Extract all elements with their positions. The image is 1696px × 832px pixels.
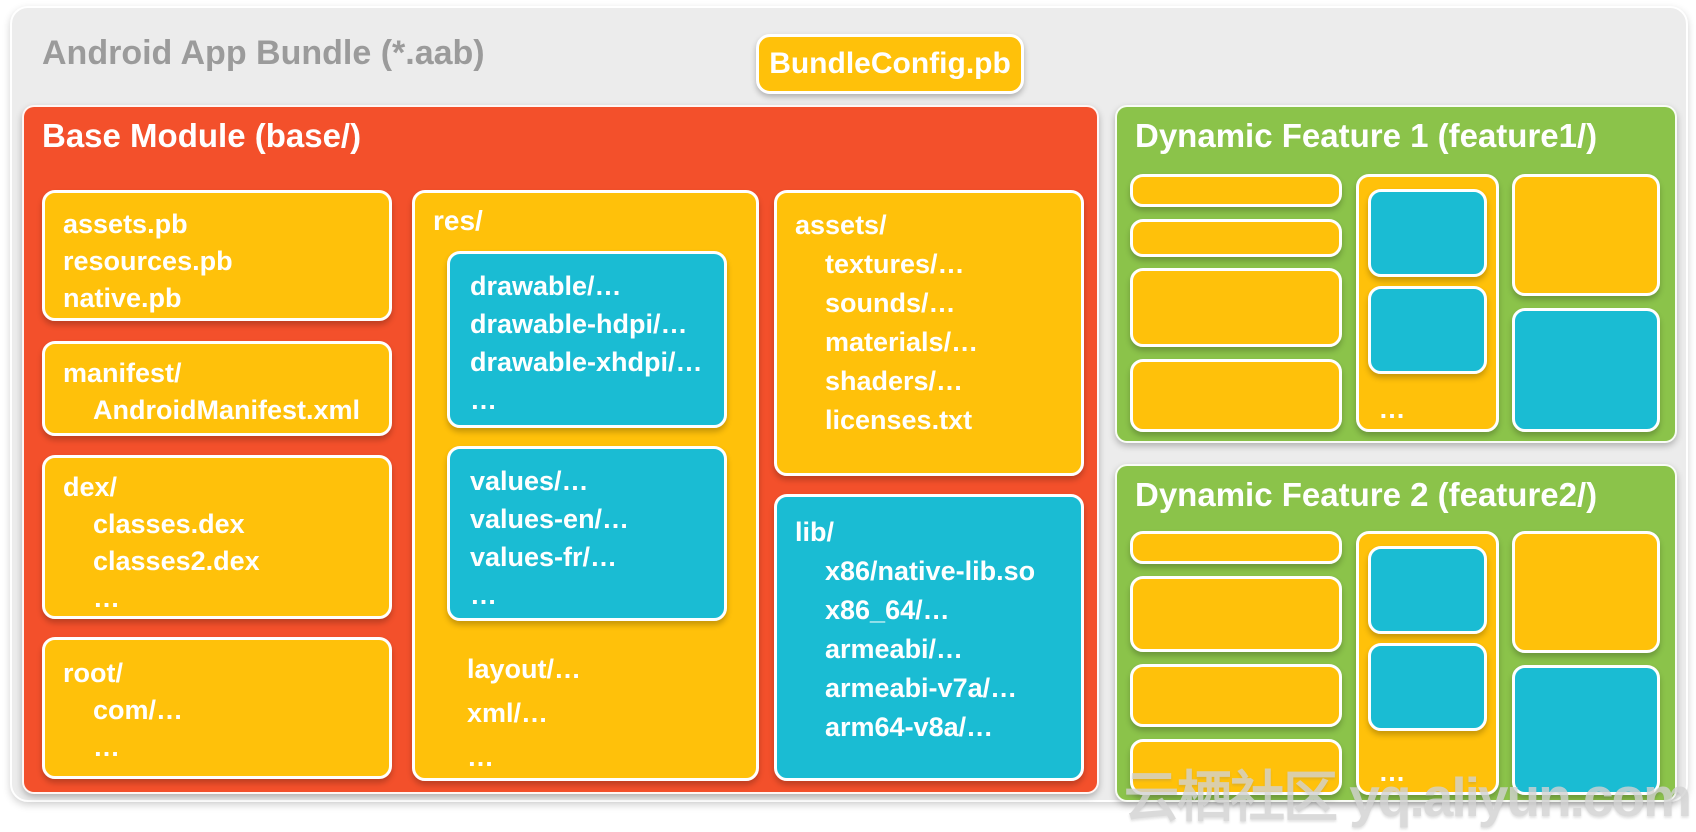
watermark: 云栖社区 yq.aliyun.com bbox=[1124, 766, 1692, 828]
file-label: resources.pb bbox=[63, 246, 233, 276]
feature1-panel: Dynamic Feature 1 (feature1/) … bbox=[1115, 105, 1677, 443]
manifest-box: manifest/ AndroidManifest.xml bbox=[42, 341, 392, 436]
dir-label: drawable-hdpi/… bbox=[470, 309, 688, 339]
dir-label: arm64-v8a/… bbox=[825, 712, 994, 742]
ellipsis-label: … bbox=[470, 580, 497, 610]
ellipsis-label: … bbox=[93, 732, 120, 762]
dir-label: layout/… bbox=[467, 654, 582, 684]
assets-box: assets/ textures/… sounds/… materials/… … bbox=[774, 190, 1084, 476]
feature1-content: … bbox=[1130, 174, 1660, 432]
placeholder-box bbox=[1130, 174, 1342, 207]
placeholder-box bbox=[1367, 643, 1487, 731]
res-extra-dirs: layout/… xml/… … bbox=[467, 647, 738, 779]
dir-label: assets/ bbox=[795, 210, 887, 240]
dir-label: sounds/… bbox=[825, 288, 956, 318]
file-label: native.pb bbox=[63, 283, 182, 313]
feature2-content: … bbox=[1130, 531, 1660, 795]
placeholder-box bbox=[1512, 665, 1660, 795]
dir-label: com/… bbox=[93, 695, 184, 725]
bundleconfig-badge: BundleConfig.pb bbox=[756, 34, 1024, 94]
dir-label: textures/… bbox=[825, 249, 965, 279]
dir-label: lib/ bbox=[795, 517, 834, 547]
dir-label: drawable/… bbox=[470, 271, 622, 301]
file-label: assets.pb bbox=[63, 209, 188, 239]
dir-label: res/ bbox=[433, 205, 483, 236]
placeholder-box bbox=[1367, 286, 1487, 374]
dir-label: shaders/… bbox=[825, 366, 964, 396]
dir-label: root/ bbox=[63, 658, 123, 688]
placeholder-box bbox=[1130, 576, 1342, 652]
base-column-1: assets.pb resources.pb native.pb manifes… bbox=[42, 190, 392, 779]
feature2-title: Dynamic Feature 2 (feature2/) bbox=[1135, 476, 1598, 513]
ellipsis-label: … bbox=[1378, 757, 1406, 787]
dir-label: materials/… bbox=[825, 327, 979, 357]
lib-box: lib/ x86/native-lib.so x86_64/… armeabi/… bbox=[774, 494, 1084, 781]
page-title: Android App Bundle (*.aab) bbox=[42, 34, 485, 72]
dir-label: dex/ bbox=[63, 472, 118, 502]
dir-label: xml/… bbox=[467, 698, 549, 728]
dir-label: values-en/… bbox=[470, 504, 630, 534]
placeholder-box bbox=[1130, 358, 1342, 432]
dir-label: armeabi/… bbox=[825, 634, 964, 664]
ellipsis-label: … bbox=[93, 583, 120, 613]
ellipsis-label: … bbox=[467, 742, 494, 772]
file-label: classes2.dex bbox=[93, 546, 260, 576]
ellipsis-label: … bbox=[470, 385, 497, 415]
base-column-3: assets/ textures/… sounds/… materials/… … bbox=[774, 190, 1084, 781]
file-label: AndroidManifest.xml bbox=[93, 395, 361, 425]
placeholder-box bbox=[1512, 174, 1660, 296]
dir-label: manifest/ bbox=[63, 358, 182, 388]
feature2-column-3 bbox=[1512, 531, 1660, 795]
res-box: res/ drawable/… drawable-hdpi/… drawable… bbox=[412, 190, 759, 781]
feature2-column-1 bbox=[1130, 531, 1342, 795]
dir-label: armeabi-v7a/… bbox=[825, 673, 1018, 703]
placeholder-box bbox=[1130, 664, 1342, 727]
dir-label: x86_64/… bbox=[825, 595, 950, 625]
placeholder-box bbox=[1367, 546, 1487, 634]
dir-label: drawable-xhdpi/… bbox=[470, 347, 703, 377]
root-box: root/ com/… … bbox=[42, 637, 392, 779]
dir-label: values/… bbox=[470, 466, 589, 496]
feature2-panel: Dynamic Feature 2 (feature2/) … bbox=[1115, 464, 1677, 802]
app-bundle-container: Android App Bundle (*.aab) BundleConfig.… bbox=[10, 6, 1688, 802]
feature1-column-1 bbox=[1130, 174, 1342, 432]
drawable-box: drawable/… drawable-hdpi/… drawable-xhdp… bbox=[447, 251, 727, 428]
values-box: values/… values-en/… values-fr/… … bbox=[447, 446, 727, 621]
file-label: licenses.txt bbox=[825, 405, 973, 435]
placeholder-box bbox=[1512, 531, 1660, 653]
base-module-title: Base Module (base/) bbox=[42, 117, 362, 154]
file-label: x86/native-lib.so bbox=[825, 556, 1036, 586]
dir-label: values-fr/… bbox=[470, 542, 618, 572]
file-label: classes.dex bbox=[93, 509, 245, 539]
base-module-panel: Base Module (base/) assets.pb resources.… bbox=[22, 105, 1099, 794]
feature1-column-2: … bbox=[1355, 174, 1499, 432]
base-column-2: res/ drawable/… drawable-hdpi/… drawable… bbox=[412, 190, 759, 781]
feature1-column-3 bbox=[1512, 174, 1660, 432]
ellipsis-label: … bbox=[1378, 394, 1406, 424]
placeholder-box bbox=[1130, 531, 1342, 564]
placeholder-box bbox=[1130, 218, 1342, 257]
placeholder-box bbox=[1130, 268, 1342, 348]
proto-files-box: assets.pb resources.pb native.pb bbox=[42, 190, 392, 321]
feature2-column-2: … bbox=[1355, 531, 1499, 795]
feature1-title: Dynamic Feature 1 (feature1/) bbox=[1135, 117, 1598, 154]
placeholder-box bbox=[1130, 739, 1342, 795]
dex-box: dex/ classes.dex classes2.dex … bbox=[42, 455, 392, 619]
placeholder-box bbox=[1367, 189, 1487, 277]
placeholder-box bbox=[1512, 308, 1660, 432]
bundleconfig-badge-label: BundleConfig.pb bbox=[769, 47, 1011, 80]
